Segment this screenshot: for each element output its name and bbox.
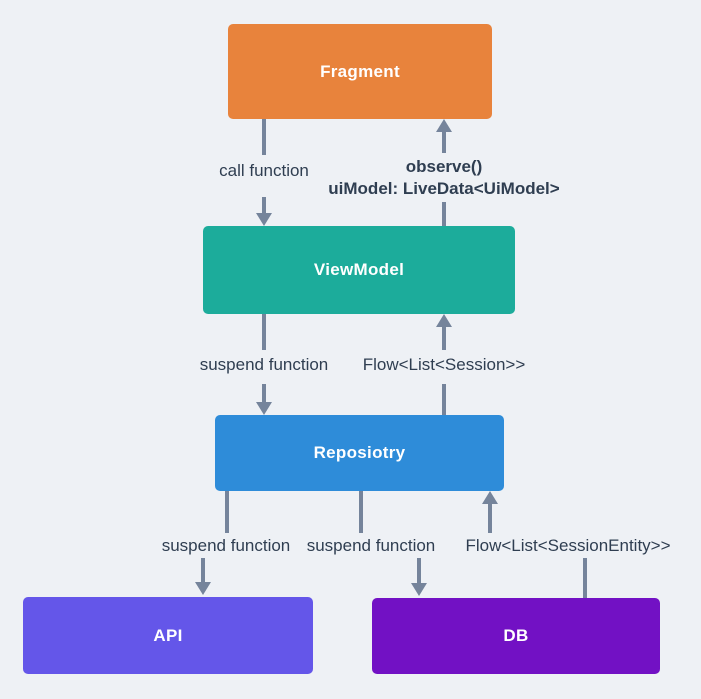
arrowhead-down-icon bbox=[256, 213, 272, 226]
arrow-shaft bbox=[262, 197, 266, 214]
arrow-shaft bbox=[359, 491, 363, 533]
node-viewmodel-label: ViewModel bbox=[313, 260, 405, 279]
node-fragment-label: Fragment bbox=[320, 61, 400, 81]
arrowhead-up-icon bbox=[482, 491, 498, 504]
arrow-shaft bbox=[262, 314, 266, 350]
node-repository: Reposiotry bbox=[215, 415, 504, 491]
edge-label-observe: observe() uiModel: LiveData<UiModel> bbox=[328, 156, 559, 200]
node-db: DB bbox=[372, 598, 660, 674]
arrow-shaft bbox=[442, 131, 446, 153]
arrowhead-down-icon bbox=[256, 402, 272, 415]
arrow-shaft bbox=[201, 558, 205, 583]
node-fragment: Fragment bbox=[228, 24, 492, 119]
arrowhead-up-icon bbox=[436, 314, 452, 327]
edge-label-observe-line2: uiModel: LiveData<UiModel> bbox=[328, 179, 560, 198]
node-api-label: API bbox=[153, 625, 183, 645]
edge-label-suspend-function-2: suspend function bbox=[161, 536, 291, 555]
arrow-shaft bbox=[262, 119, 266, 155]
edge-label-observe-line1: observe() bbox=[405, 157, 483, 176]
arrow-shaft bbox=[262, 384, 266, 402]
arrow-shaft bbox=[225, 491, 229, 533]
edge-label-suspend-function-3: suspend function bbox=[306, 536, 436, 555]
arrow-shaft bbox=[442, 384, 446, 415]
node-db-label: DB bbox=[503, 626, 529, 645]
arrowhead-down-icon bbox=[195, 582, 211, 595]
edge-label-flow-session: Flow<List<Session>> bbox=[362, 355, 526, 374]
edge-label-suspend-function-1: suspend function bbox=[199, 355, 329, 374]
arrowhead-up-icon bbox=[436, 119, 452, 132]
arrow-shaft bbox=[417, 558, 421, 583]
node-viewmodel: ViewModel bbox=[203, 226, 515, 314]
arrow-shaft bbox=[442, 326, 446, 350]
arrow-shaft bbox=[583, 558, 587, 598]
edge-label-call-function: call function bbox=[219, 161, 309, 180]
edge-label-flow-session-entity: Flow<List<SessionEntity>> bbox=[465, 536, 671, 555]
node-repository-label: Reposiotry bbox=[313, 443, 406, 462]
arrowhead-down-icon bbox=[411, 583, 427, 596]
arrow-shaft bbox=[442, 202, 446, 226]
arrow-shaft bbox=[488, 503, 492, 533]
node-api: API bbox=[23, 597, 313, 674]
